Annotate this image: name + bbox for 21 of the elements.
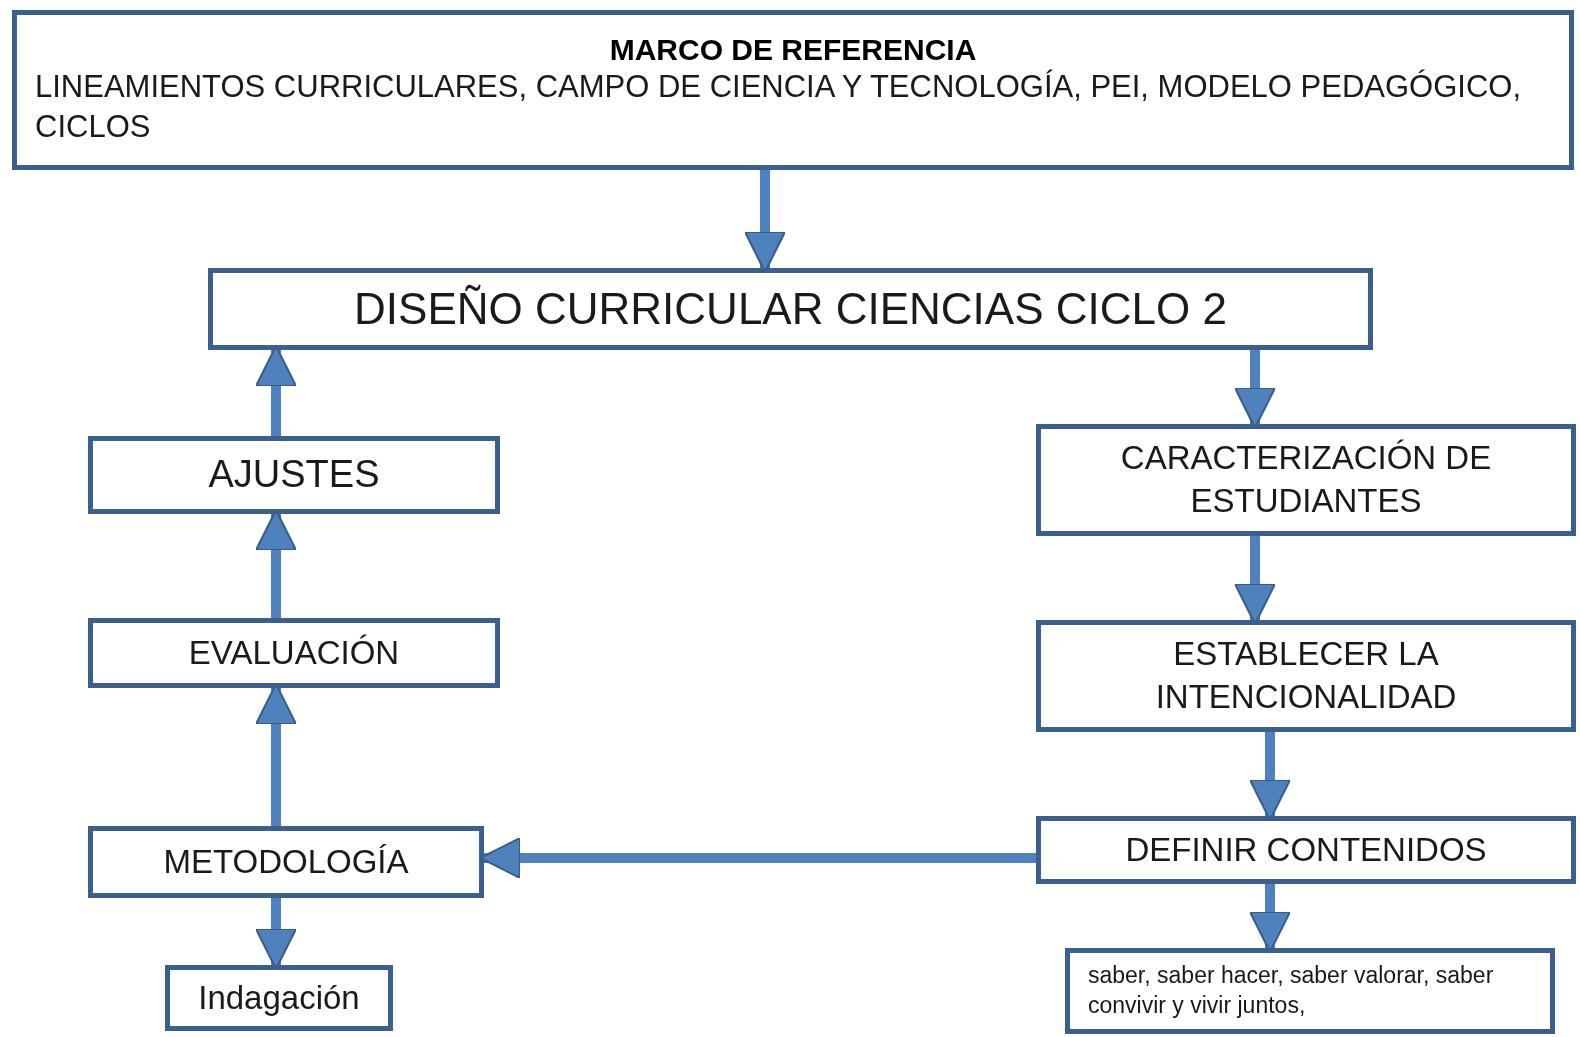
box-text: Indagación bbox=[198, 977, 360, 1018]
box-text: LINEAMIENTOS CURRICULARES, CAMPO DE CIENCIA Y TECNOLOGÍA, PEI, MODELO PEDAGÓGICO, CICLOS bbox=[35, 67, 1523, 146]
process-box bbox=[208, 268, 1373, 350]
box-text: DEFINIR CONTENIDOS bbox=[1125, 829, 1487, 870]
process-box bbox=[88, 826, 484, 898]
box-heading: MARCO DE REFERENCIA bbox=[609, 32, 977, 67]
process-box bbox=[1036, 620, 1576, 732]
process-box bbox=[88, 436, 500, 514]
process-box bbox=[165, 965, 393, 1031]
box-text: AJUSTES bbox=[208, 452, 380, 498]
box-text: ESTABLECER LA INTENCIONALIDAD bbox=[1154, 634, 1458, 717]
process-box bbox=[1065, 948, 1555, 1034]
process-box bbox=[12, 10, 1574, 170]
box-text: CARACTERIZACIÓN DE ESTUDIANTES bbox=[1119, 438, 1493, 521]
box-text: EVALUACIÓN bbox=[188, 632, 400, 673]
process-box bbox=[88, 618, 500, 688]
box-text: DISEÑO CURRICULAR CIENCIAS CICLO 2 bbox=[354, 283, 1227, 336]
process-box bbox=[1036, 424, 1576, 536]
box-text: saber, saber hacer, saber valorar, saber convivir y vivir juntos, bbox=[1088, 961, 1495, 1020]
box-text: METODOLOGÍA bbox=[163, 841, 409, 882]
process-box bbox=[1036, 816, 1576, 884]
